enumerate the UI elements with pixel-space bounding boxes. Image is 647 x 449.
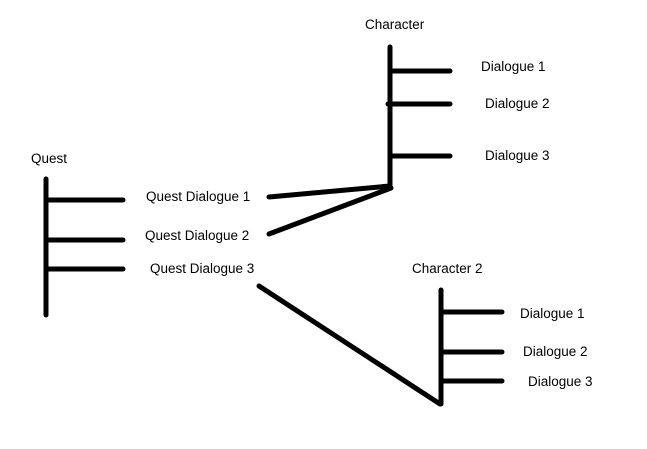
quest-dialogue-1-label: Quest Dialogue 1 bbox=[146, 189, 251, 204]
character1-title: Character bbox=[365, 17, 425, 32]
character1-dialogue-3-label: Dialogue 3 bbox=[485, 148, 550, 163]
connector-questd1-character1 bbox=[266, 183, 393, 200]
connector-questd2-character1 bbox=[266, 185, 394, 237]
character2-dialogue-1-label: Dialogue 1 bbox=[520, 306, 585, 321]
quest-title: Quest bbox=[31, 151, 68, 166]
character1-dialogue-2-label: Dialogue 2 bbox=[485, 96, 550, 111]
character2-title: Character 2 bbox=[412, 261, 483, 276]
character2-dialogue-2-label: Dialogue 2 bbox=[523, 344, 588, 359]
character2-dialogue-3-label: Dialogue 3 bbox=[528, 374, 593, 389]
character1-dialogue-1-label: Dialogue 1 bbox=[481, 59, 546, 74]
quest-dialogue-2-label: Quest Dialogue 2 bbox=[145, 228, 250, 243]
connector-questd3-character2 bbox=[256, 283, 443, 407]
quest-dialogue-3-label: Quest Dialogue 3 bbox=[150, 261, 255, 276]
